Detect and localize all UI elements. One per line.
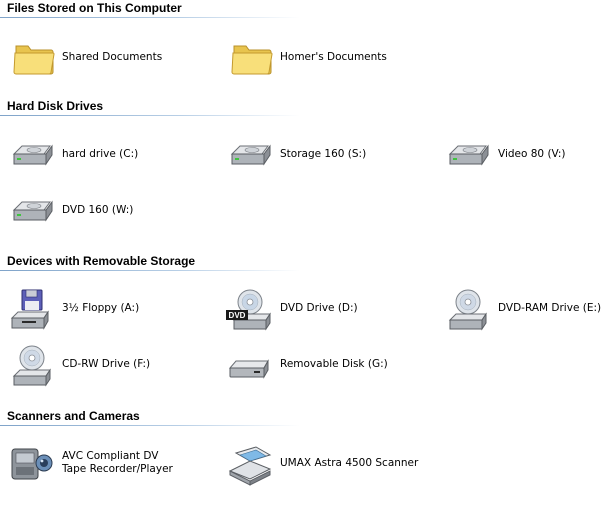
group-divider — [0, 270, 300, 271]
item-hard-drive-c[interactable]: hard drive (C:) — [8, 134, 218, 178]
item-dvd-drive-d[interactable]: DVD DVD Drive (D:) — [226, 288, 436, 332]
hard-drive-icon — [444, 134, 492, 178]
dvd-badge-text: DVD — [229, 311, 246, 320]
group-header-files: Files Stored on This Computer — [0, 0, 608, 20]
item-dvd-ram-drive-e[interactable]: DVD-RAM Drive (E:) — [444, 288, 608, 332]
item-label: Video 80 (V:) — [498, 148, 566, 160]
group-divider — [0, 115, 300, 116]
item-label: CD-RW Drive (F:) — [62, 358, 151, 370]
item-dvd-160-w[interactable]: DVD 160 (W:) — [8, 190, 218, 234]
item-shared-documents[interactable]: Shared Documents — [12, 36, 222, 80]
group-header-scanners-cameras: Scanners and Cameras — [0, 408, 608, 428]
item-label: UMAX Astra 4500 Scanner — [280, 457, 419, 469]
item-label: DVD Drive (D:) — [280, 302, 358, 314]
group-title: Files Stored on This Computer — [7, 1, 182, 15]
folder-icon — [230, 36, 278, 80]
item-umax-scanner[interactable]: UMAX Astra 4500 Scanner — [226, 443, 436, 487]
hard-drive-icon — [226, 134, 274, 178]
item-dv-tape-recorder[interactable]: AVC Compliant DV Tape Recorder/Player — [8, 443, 218, 487]
cd-drive-icon — [8, 344, 56, 388]
item-label: Shared Documents — [62, 51, 163, 63]
scanner-icon — [226, 443, 274, 487]
item-cd-rw-drive-f[interactable]: CD-RW Drive (F:) — [8, 344, 218, 388]
item-video-80-v[interactable]: Video 80 (V:) — [444, 134, 608, 178]
group-divider — [0, 17, 300, 18]
group-divider — [0, 425, 300, 426]
item-label: 3½ Floppy (A:) — [62, 302, 140, 314]
floppy-drive-icon — [8, 288, 56, 332]
dvd-drive-icon: DVD — [226, 288, 274, 332]
item-label: Removable Disk (G:) — [280, 358, 388, 370]
group-title: Scanners and Cameras — [7, 409, 140, 423]
group-header-removable-storage: Devices with Removable Storage — [0, 253, 608, 273]
item-label: Storage 160 (S:) — [280, 148, 367, 160]
item-label: DVD-RAM Drive (E:) — [498, 302, 602, 314]
hard-drive-icon — [8, 190, 56, 234]
item-storage-160-s[interactable]: Storage 160 (S:) — [226, 134, 436, 178]
folder-icon — [12, 36, 60, 80]
group-title: Hard Disk Drives — [7, 99, 104, 113]
item-floppy-a[interactable]: 3½ Floppy (A:) — [8, 288, 218, 332]
group-title: Devices with Removable Storage — [7, 254, 196, 268]
item-label: hard drive (C:) — [62, 148, 139, 160]
hard-drive-icon — [8, 134, 56, 178]
camcorder-icon — [8, 443, 56, 487]
item-removable-disk-g[interactable]: Removable Disk (G:) — [226, 344, 436, 388]
cd-drive-icon — [444, 288, 492, 332]
item-label: DVD 160 (W:) — [62, 204, 134, 216]
item-homers-documents[interactable]: Homer's Documents — [230, 36, 440, 80]
removable-disk-icon — [226, 344, 274, 388]
group-header-hard-disk-drives: Hard Disk Drives — [0, 98, 608, 118]
item-label: AVC Compliant DV Tape Recorder/Player — [62, 450, 173, 475]
item-label: Homer's Documents — [280, 51, 387, 63]
